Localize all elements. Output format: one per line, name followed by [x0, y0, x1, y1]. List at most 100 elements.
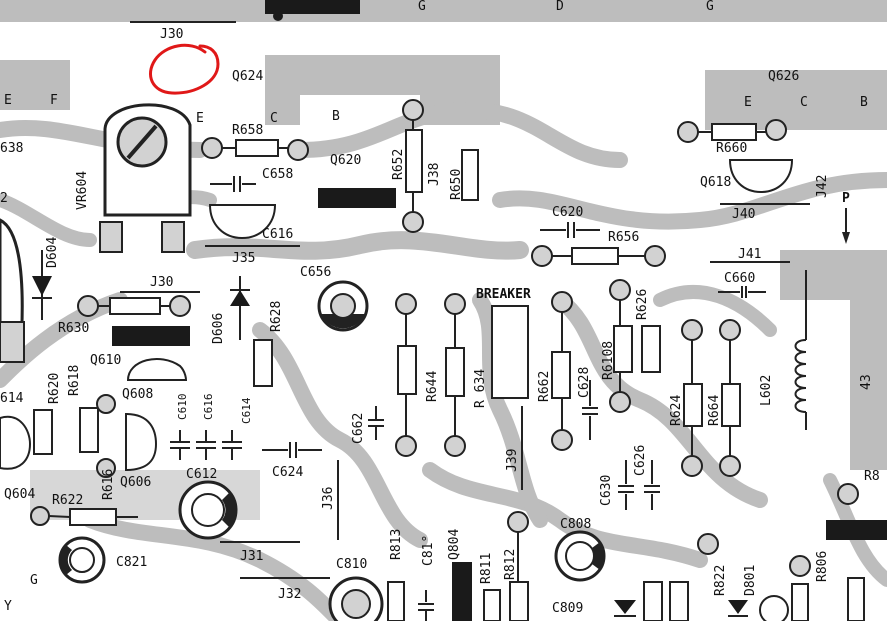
- label-r618: R618: [67, 365, 82, 396]
- label-c656: C656: [300, 265, 331, 280]
- label-c610: C610: [176, 394, 189, 421]
- label-c626: C626: [633, 445, 648, 476]
- label-c660: C660: [724, 271, 755, 286]
- label-y-bot: Y: [4, 599, 12, 614]
- c658-capacitor: [210, 176, 256, 192]
- component-near-d801: [759, 595, 789, 621]
- c630-capacitor: [618, 460, 634, 510]
- r656-pad-b: [644, 245, 666, 267]
- label-c2: C: [800, 95, 808, 110]
- r660-pad-a: [677, 121, 699, 143]
- r624-pad-b: [681, 455, 703, 477]
- r664-pad-a: [719, 319, 741, 341]
- r658-pad-b: [287, 139, 309, 161]
- label-e2: E: [744, 95, 752, 110]
- label-b2: B: [860, 95, 868, 110]
- r6108-pad-b: [609, 391, 631, 413]
- res-near-c809-b: [669, 581, 689, 621]
- r652-body: [405, 129, 423, 193]
- label-r658: R658: [232, 123, 263, 138]
- label-j30-top: J30: [160, 27, 183, 42]
- d801-diode: [728, 600, 748, 614]
- label-43: 43: [859, 374, 874, 390]
- left-transistor-b: [0, 415, 32, 470]
- label-j36: J36: [321, 487, 336, 510]
- top-via: [273, 11, 283, 21]
- c628-capacitor: [582, 380, 598, 440]
- label-r662: R662: [537, 371, 552, 402]
- label-r812: R812: [503, 549, 518, 580]
- label-r664: R664: [707, 395, 722, 426]
- q606-body: [125, 412, 158, 472]
- vr604-trimmer: [99, 103, 192, 253]
- label-p: P: [842, 191, 850, 206]
- label-j40: J40: [732, 207, 755, 222]
- label-q626: Q626: [768, 69, 799, 84]
- label-g-top2: G: [706, 0, 714, 14]
- label-r644: R644: [425, 371, 440, 402]
- r6108-body: [613, 325, 633, 373]
- label-j42: J42: [815, 175, 830, 198]
- r618-body: [79, 407, 99, 453]
- label-d801: D801: [743, 565, 758, 596]
- label-c614: C614: [240, 397, 253, 424]
- label-c1: C: [270, 111, 278, 126]
- r634-pad-b: [444, 435, 466, 457]
- label-c821: C821: [116, 555, 147, 570]
- label-c620: C620: [552, 205, 583, 220]
- red-circle-annotation: [149, 43, 220, 95]
- r664-pad-b: [719, 455, 741, 477]
- label-r806: R806: [815, 551, 830, 582]
- r634-body: [445, 347, 465, 397]
- label-q608: Q608: [122, 387, 153, 402]
- res-right-bottom: [847, 577, 865, 621]
- r658-body: [235, 139, 279, 157]
- label-j30-mid: J30: [150, 275, 173, 290]
- label-j31: J31: [240, 549, 263, 564]
- label-r626: R626: [635, 289, 650, 320]
- label-r650: R650: [449, 169, 464, 200]
- label-r6108: R6108: [601, 341, 616, 380]
- r630-body: [109, 297, 161, 315]
- r662-pad-b: [551, 429, 573, 451]
- res-near-c809-a: [643, 581, 663, 621]
- c624-capacitor: [262, 442, 322, 458]
- q804-body: [452, 562, 472, 621]
- label-q624: Q624: [232, 69, 263, 84]
- label-q618: Q618: [700, 175, 731, 190]
- label-e-left: E: [4, 93, 12, 108]
- label-j41: J41: [738, 247, 761, 262]
- label-q606: Q606: [120, 475, 151, 490]
- label-c658: C658: [262, 167, 293, 182]
- d606-diode: [230, 276, 250, 340]
- label-614: 614: [0, 391, 24, 406]
- label-r813: R813: [389, 529, 404, 560]
- r806-pad: [789, 555, 811, 577]
- r650-body: [461, 149, 479, 201]
- label-c616-top: C616: [262, 227, 293, 242]
- label-l602: L602: [759, 375, 774, 406]
- r622-pad-a: [30, 506, 50, 526]
- c610-capacitor: [170, 430, 190, 460]
- q-transistor-a: [208, 204, 277, 240]
- label-c81x: C81°: [421, 535, 436, 566]
- label-d-top: D: [556, 0, 564, 14]
- label-r628: R628: [269, 301, 284, 332]
- label-c810: C810: [336, 557, 367, 572]
- label-f-left: F: [50, 93, 58, 108]
- label-q620: Q620: [330, 153, 361, 168]
- label-j39: J39: [505, 449, 520, 472]
- q608-body: [126, 357, 188, 381]
- q620-body: [318, 188, 396, 208]
- r624-pad-a: [681, 319, 703, 341]
- r616-pad-a: [96, 394, 116, 414]
- c660-capacitor: [718, 286, 766, 298]
- r628-body: [253, 339, 273, 387]
- label-r652: R652: [391, 149, 406, 180]
- r616-pad-b: [96, 458, 116, 478]
- label-r660: R660: [716, 141, 747, 156]
- r634-pad-a: [444, 293, 466, 315]
- label-e1: E: [196, 111, 204, 126]
- diode-near-c809: [614, 600, 636, 614]
